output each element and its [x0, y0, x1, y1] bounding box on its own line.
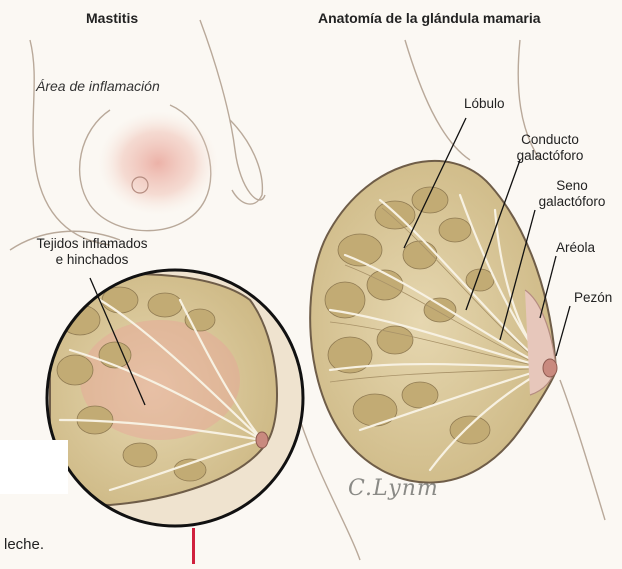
label-duct-line2: galactóforo [500, 148, 600, 164]
label-duct: Conducto galactóforo [500, 132, 600, 164]
label-nipple: Pezón [574, 290, 612, 306]
label-sinus-line2: galactóforo [522, 194, 622, 210]
title-anatomy: Anatomía de la glándula mamaria [318, 10, 541, 26]
inflammation-area [98, 111, 218, 215]
title-mastitis: Mastitis [86, 10, 138, 26]
label-sinus: Seno galactóforo [522, 178, 622, 210]
label-areola: Aréola [556, 240, 595, 256]
label-sinus-line1: Seno [522, 178, 622, 194]
label-lobule: Lóbulo [464, 96, 505, 112]
accent-mark [192, 528, 195, 564]
caption-fragment: leche. [4, 536, 44, 553]
cover-block [0, 440, 68, 494]
label-inflamed-tissue-line1: Tejidos inflamados [12, 236, 172, 252]
artist-signature: C.Lynm [348, 476, 439, 501]
mastitis-inset [47, 270, 303, 526]
nipple-shape [543, 359, 557, 377]
label-inflamed-tissue-line2: e hinchados [12, 252, 172, 268]
label-inflamed-tissue: Tejidos inflamados e hinchados [12, 236, 172, 268]
label-duct-line1: Conducto [500, 132, 600, 148]
breast-anatomy [310, 161, 557, 483]
label-inflammation-area: Área de inflamación [36, 78, 160, 94]
